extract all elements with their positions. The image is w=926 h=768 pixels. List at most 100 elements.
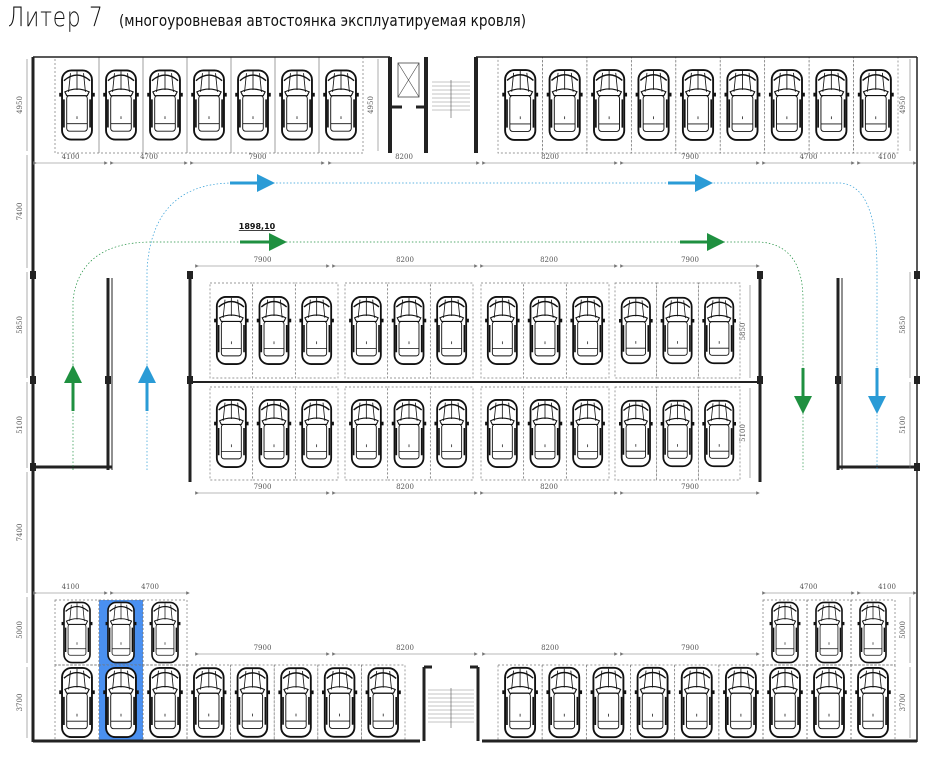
parking-spot[interactable] <box>429 282 474 379</box>
parking-spot[interactable] <box>209 282 254 379</box>
structural-column <box>187 376 193 384</box>
dimension-label: 4100 <box>62 153 80 161</box>
car-icon <box>501 666 539 739</box>
dimension-label: 7900 <box>681 153 699 161</box>
car-icon <box>484 296 521 365</box>
car-icon <box>618 296 654 365</box>
car-icon <box>768 601 802 664</box>
dimension-label: 5000 <box>899 621 907 639</box>
dimension-label: 4950 <box>16 96 24 114</box>
parking-spot[interactable] <box>565 386 610 481</box>
car-icon <box>190 667 228 738</box>
car-icon <box>277 667 315 738</box>
car-icon <box>768 69 806 141</box>
parking-spot[interactable] <box>429 386 474 481</box>
title-subtitle: (многоуровневая автостоянка эксплуатируе… <box>118 11 526 30</box>
dimension-label: 7400 <box>16 524 24 542</box>
dimension-label: 4700 <box>800 583 818 591</box>
car-icon <box>278 69 316 141</box>
parking-spots <box>54 56 899 741</box>
car-icon <box>433 296 470 365</box>
car-icon <box>590 69 628 141</box>
elevator-shaft <box>397 62 420 98</box>
dimension-label: 5850 <box>899 316 907 334</box>
car-icon <box>526 296 564 365</box>
dimension-label: 7900 <box>681 644 699 652</box>
dimension-label: 8200 <box>541 644 559 652</box>
dimension-label: 8200 <box>396 256 414 264</box>
parking-spot[interactable] <box>850 599 896 666</box>
dimension-label: 4950 <box>367 96 375 114</box>
car-icon <box>348 399 385 468</box>
title-main: Литер 7 <box>8 2 104 33</box>
car-icon <box>810 666 848 739</box>
dimension-lines: 4100 4700 7900 8200 8200 7900 4700 4100 4950 7900… <box>16 59 917 738</box>
car-icon <box>102 69 140 141</box>
car-icon <box>678 666 716 739</box>
elevator-icon <box>397 62 420 98</box>
traffic-routes <box>64 174 886 470</box>
car-icon <box>322 69 360 141</box>
level-mark: 1898,10 <box>239 222 276 231</box>
car-icon <box>812 601 846 664</box>
car-icon <box>659 296 696 365</box>
dimension-label: 4100 <box>878 153 896 161</box>
car-icon <box>390 296 428 365</box>
parking-spot[interactable] <box>252 282 296 379</box>
car-icon <box>213 399 250 468</box>
car-icon <box>618 399 654 468</box>
parking-spot[interactable] <box>565 282 610 379</box>
dimension-label: 5100 <box>899 416 907 434</box>
dimension-label: 7900 <box>254 644 272 652</box>
parking-spot[interactable] <box>697 386 741 481</box>
dimension-label: 7900 <box>681 483 699 491</box>
parking-spot[interactable] <box>656 386 699 481</box>
structural-column <box>30 271 36 279</box>
dimension-label: 8200 <box>540 256 558 264</box>
dimension-label: 7900 <box>254 256 272 264</box>
car-icon <box>856 69 895 141</box>
structural-column <box>914 271 920 279</box>
parking-spot[interactable] <box>294 282 339 379</box>
dimension-label: 7900 <box>681 256 699 264</box>
dimension-label: 4700 <box>140 153 158 161</box>
car-icon <box>234 69 272 141</box>
structural-column <box>187 271 193 279</box>
car-icon <box>255 296 293 365</box>
car-icon <box>701 399 737 468</box>
page-title: Литер 7 (многоуровневая автостоянка эксп… <box>8 2 597 33</box>
car-icon <box>633 666 672 739</box>
car-icon <box>104 601 138 664</box>
green-route-path <box>72 241 804 470</box>
dimension-label: 7400 <box>16 203 24 221</box>
car-icon <box>58 666 96 739</box>
car-icon <box>102 666 140 739</box>
car-icon <box>146 666 184 739</box>
dimension-label: 8200 <box>395 153 413 161</box>
car-icon <box>766 666 804 739</box>
parking-spot[interactable] <box>853 56 899 154</box>
car-icon <box>812 69 851 141</box>
structural-column <box>757 271 763 279</box>
car-icon <box>233 667 271 738</box>
car-icon <box>146 69 184 141</box>
car-icon <box>659 399 696 468</box>
dimension-label: 8200 <box>396 483 414 491</box>
parking-spot[interactable] <box>480 282 525 379</box>
car-icon <box>348 296 385 365</box>
structural-column <box>835 376 841 384</box>
car-icon <box>679 69 717 141</box>
dimension-label: 4700 <box>800 153 818 161</box>
parking-spot[interactable] <box>697 282 741 379</box>
car-icon <box>545 69 584 141</box>
car-icon <box>722 666 760 739</box>
car-icon <box>190 69 228 141</box>
parking-spot[interactable] <box>523 282 567 379</box>
parking-spot[interactable] <box>387 282 431 379</box>
parking-spot[interactable] <box>142 599 188 666</box>
parking-spot[interactable] <box>294 386 339 481</box>
parking-spot[interactable] <box>344 282 389 379</box>
structural-column <box>914 463 920 471</box>
parking-spot[interactable] <box>614 386 658 481</box>
